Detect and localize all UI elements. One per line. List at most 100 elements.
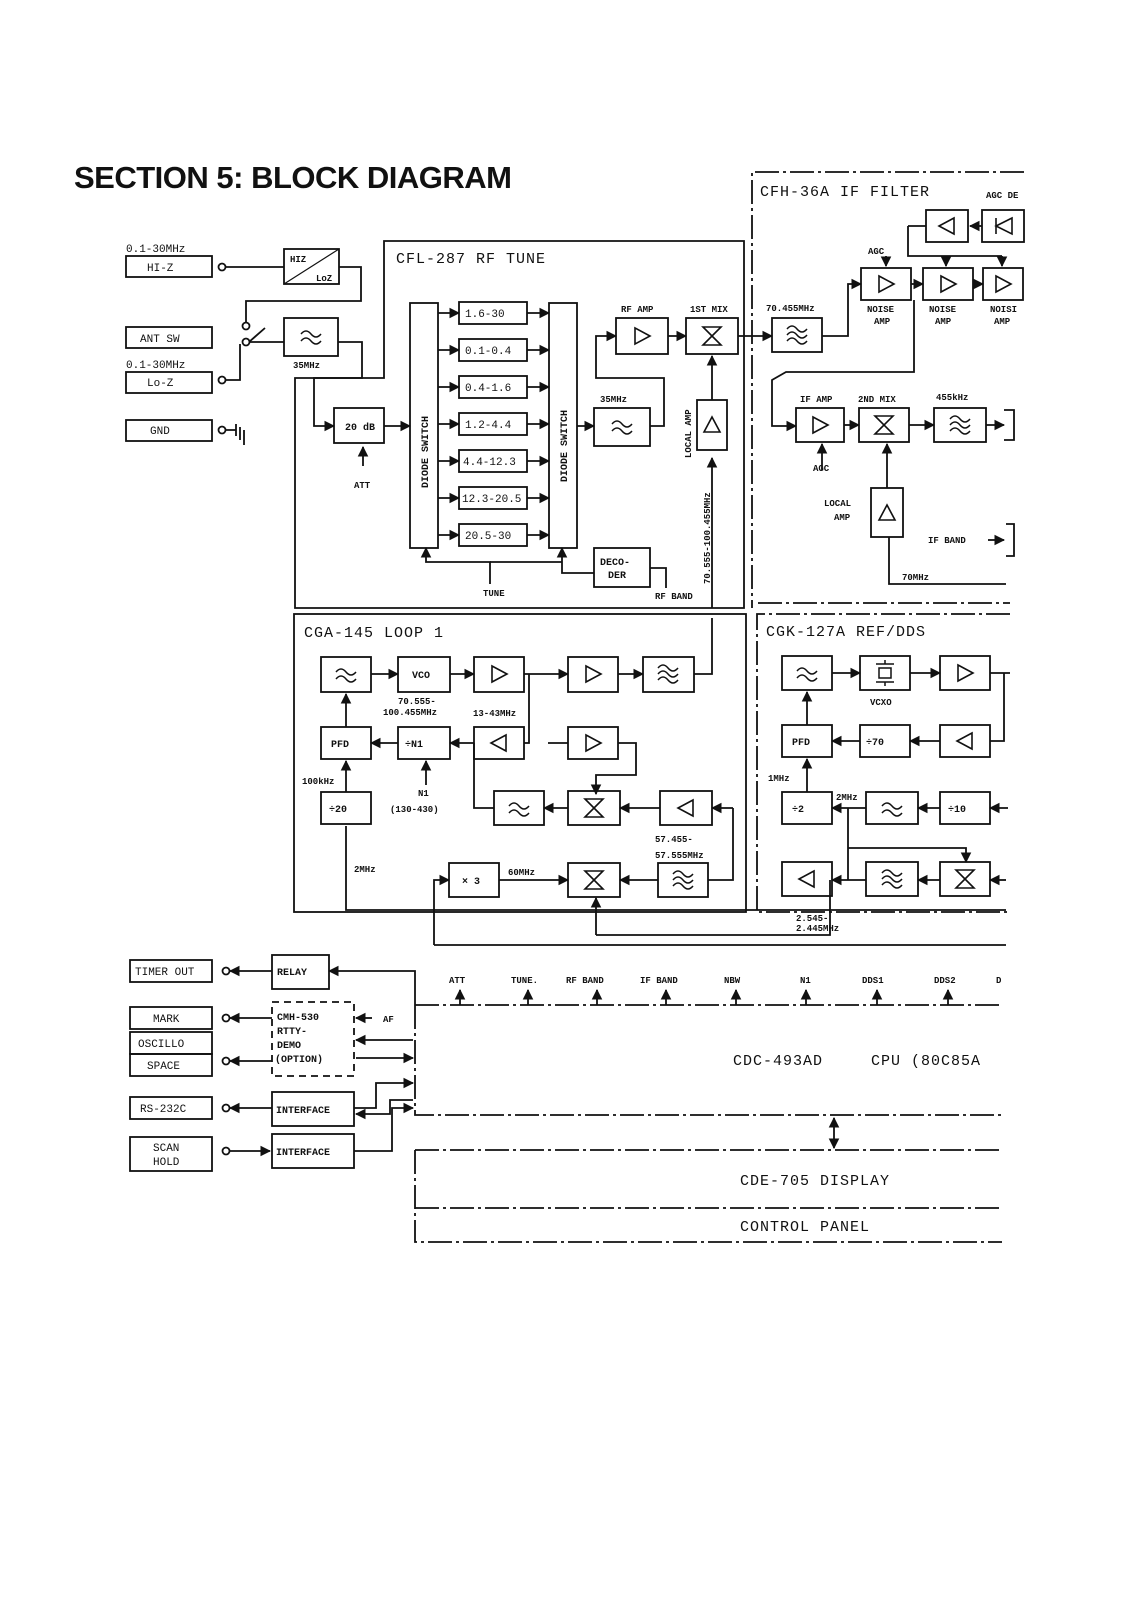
cpu-chip-label: CPU (80C85A [871, 1053, 981, 1070]
hiz-terminal: HI-Z [147, 263, 174, 275]
vco-label: VCO [412, 671, 430, 682]
range-57-2: 57.555MHz [655, 851, 704, 861]
hiz-freq-label: 0.1-30MHz [126, 244, 185, 256]
div-n1-label: ÷N1 [405, 740, 423, 751]
ctrl-nbw: NBW [724, 976, 741, 986]
mhz2-label-ref: 2MHz [836, 793, 858, 803]
cmh-label: CMH-530 [277, 1013, 319, 1024]
band-arrows [438, 307, 551, 541]
ctrl-tune: TUNE. [511, 976, 538, 986]
pfd-label-ref: PFD [792, 738, 810, 749]
scan-terminal: SCAN [153, 1143, 179, 1155]
mhz70-label: 70MHz [902, 573, 929, 583]
frame-cpu [414, 1004, 1002, 1116]
band-2: 0.1-0.4 [465, 346, 512, 358]
band-4: 1.2-4.4 [465, 420, 512, 432]
control-panel-title: CONTROL PANEL [740, 1219, 870, 1236]
agc-det-label: AGC DE [986, 191, 1019, 201]
frame-ref-dds [756, 613, 1010, 913]
rf-amp-label: RF AMP [621, 305, 654, 315]
frame-rf-tune [294, 240, 745, 609]
local-amp-label: LOCAL AMP [684, 409, 694, 458]
range-2-1: 2.545- [796, 914, 828, 924]
ctrl-if-band: IF BAND [640, 976, 678, 986]
band-6: 12.3-20.5 [462, 494, 521, 506]
control-arrows [454, 988, 954, 1005]
ctrl-dds1: DDS1 [862, 976, 884, 986]
ctrl-d: D [996, 976, 1002, 986]
range-2-2: 2.445MHz [796, 924, 839, 934]
relay-label: RELAY [277, 968, 307, 979]
first-mix-label: 1ST MIX [690, 305, 728, 315]
rf-band-label: RF BAND [655, 592, 693, 602]
interface-1-label: INTERFACE [276, 1106, 330, 1117]
rtty-label: RTTY- [277, 1027, 307, 1038]
demo-label: DEMO [277, 1041, 301, 1052]
loop1-title: CGA-145 LOOP 1 [304, 625, 444, 642]
loz-freq-label: 0.1-30MHz [126, 360, 185, 372]
if-455-label: 455kHz [936, 393, 968, 403]
div70-label: ÷70 [866, 738, 884, 749]
diode-switch-left: DIODE SWITCH [421, 416, 432, 488]
cpu-title: CDC-493AD [733, 1053, 823, 1070]
n1-range-label: (130-430) [390, 805, 439, 815]
att-label: ATT [354, 481, 371, 491]
noise-amp-2-amp: AMP [935, 317, 952, 327]
ant-sw-terminal: ANT SW [140, 334, 180, 346]
ref-dds-title: CGK-127A REF/DDS [766, 624, 926, 641]
agc-input-label: AGC [813, 464, 830, 474]
band-5: 4.4-12.3 [463, 457, 516, 469]
page-title: SECTION 5: BLOCK DIAGRAM [74, 160, 512, 195]
ctrl-rf-band: RF BAND [566, 976, 604, 986]
div20-label: ÷20 [329, 805, 347, 816]
frame-loop1 [293, 613, 747, 913]
tune-label: TUNE [483, 589, 505, 599]
timer-out-terminal: TIMER OUT [135, 967, 195, 979]
space-terminal: SPACE [147, 1061, 180, 1073]
mhz1-label: 1MHz [768, 774, 790, 784]
ctrl-dds2: DDS2 [934, 976, 956, 986]
vco-range-2: 100.455MHz [383, 708, 437, 718]
if-band-label: IF BAND [928, 536, 966, 546]
lo-range-label: 70.555-100.455MHz [703, 492, 713, 584]
noise-amp-1-label: NOISE [867, 305, 895, 315]
rs232c-terminal: RS-232C [140, 1104, 187, 1116]
if-freq-label: 70.455MHz [766, 304, 815, 314]
gnd-terminal: GND [150, 426, 170, 438]
x3-label: × 3 [462, 877, 480, 888]
if-amp-label: IF AMP [800, 395, 833, 405]
local-amp-label-2: AMP [834, 513, 851, 523]
khz100-label: 100kHz [302, 777, 334, 787]
noise-amp-1-amp: AMP [874, 317, 891, 327]
range-13-43-label: 13-43MHz [473, 709, 516, 719]
noise-amp-3-amp: AMP [994, 317, 1011, 327]
filter-35-label: 35MHz [600, 395, 627, 405]
vco-range-1: 70.555- [398, 697, 436, 707]
hold-terminal: HOLD [153, 1157, 180, 1169]
if-filter-title: CFH-36A IF FILTER [760, 184, 930, 201]
oscillo-terminal: OSCILLO [138, 1039, 185, 1051]
band-1: 1.6-30 [465, 309, 505, 321]
af-label: AF [383, 1015, 394, 1025]
div2-label: ÷2 [792, 805, 804, 816]
frame-display [414, 1149, 1002, 1243]
pfd-label: PFD [331, 740, 349, 751]
diode-switch-right: DIODE SWITCH [560, 410, 571, 482]
hiz-label: HIZ [290, 255, 306, 265]
mhz2-label-loop: 2MHz [354, 865, 376, 875]
local-label: LOCAL [824, 499, 851, 509]
decoder-label-2: DER [608, 571, 626, 582]
band-3: 0.4-1.6 [465, 383, 511, 395]
display-title: CDE-705 DISPLAY [740, 1173, 890, 1190]
vcxo-label: VCXO [870, 698, 892, 708]
div10-label: ÷10 [948, 805, 966, 816]
loz-terminal: Lo-Z [147, 378, 174, 390]
ctrl-att: ATT [449, 976, 466, 986]
second-mix-label: 2ND MIX [858, 395, 896, 405]
frame-if-filter [751, 171, 1024, 608]
option-label: (OPTION) [275, 1054, 323, 1066]
decoder-label-1: DECO- [600, 558, 630, 569]
mark-terminal: MARK [153, 1014, 180, 1026]
ctrl-n1: N1 [800, 976, 811, 986]
